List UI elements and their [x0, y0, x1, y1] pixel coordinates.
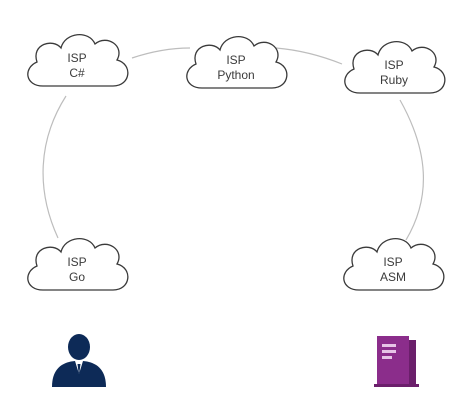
cloud-label-line2: ASM: [380, 270, 406, 284]
cloud-node-python: ISP Python: [186, 35, 288, 89]
cloud-label-line2: Ruby: [380, 73, 408, 87]
link-ruby-asm: [399, 99, 425, 241]
user-icon: [52, 334, 106, 387]
cloud-label-line1: ISP: [67, 255, 86, 269]
link-csharp-go: [42, 95, 67, 239]
cloud-label-line1: ISP: [383, 255, 402, 269]
cloud-node-asm: ISP ASM: [343, 237, 445, 291]
cloud-label-line2: Go: [69, 270, 85, 284]
link-python-ruby: [275, 47, 343, 65]
cloud-label-line1: ISP: [384, 58, 403, 72]
cloud-label-line2: Python: [217, 68, 254, 82]
link-csharp-python: [131, 47, 191, 59]
cloud-node-ruby: ISP Ruby: [344, 40, 446, 94]
cloud-label-line2: C#: [69, 66, 85, 80]
cloud-node-csharp: ISP C#: [27, 33, 129, 87]
cloud-label-line1: ISP: [226, 53, 245, 67]
cloud-node-go: ISP Go: [27, 237, 129, 291]
server-icon: [374, 336, 419, 387]
cloud-label-line1: ISP: [67, 51, 86, 65]
